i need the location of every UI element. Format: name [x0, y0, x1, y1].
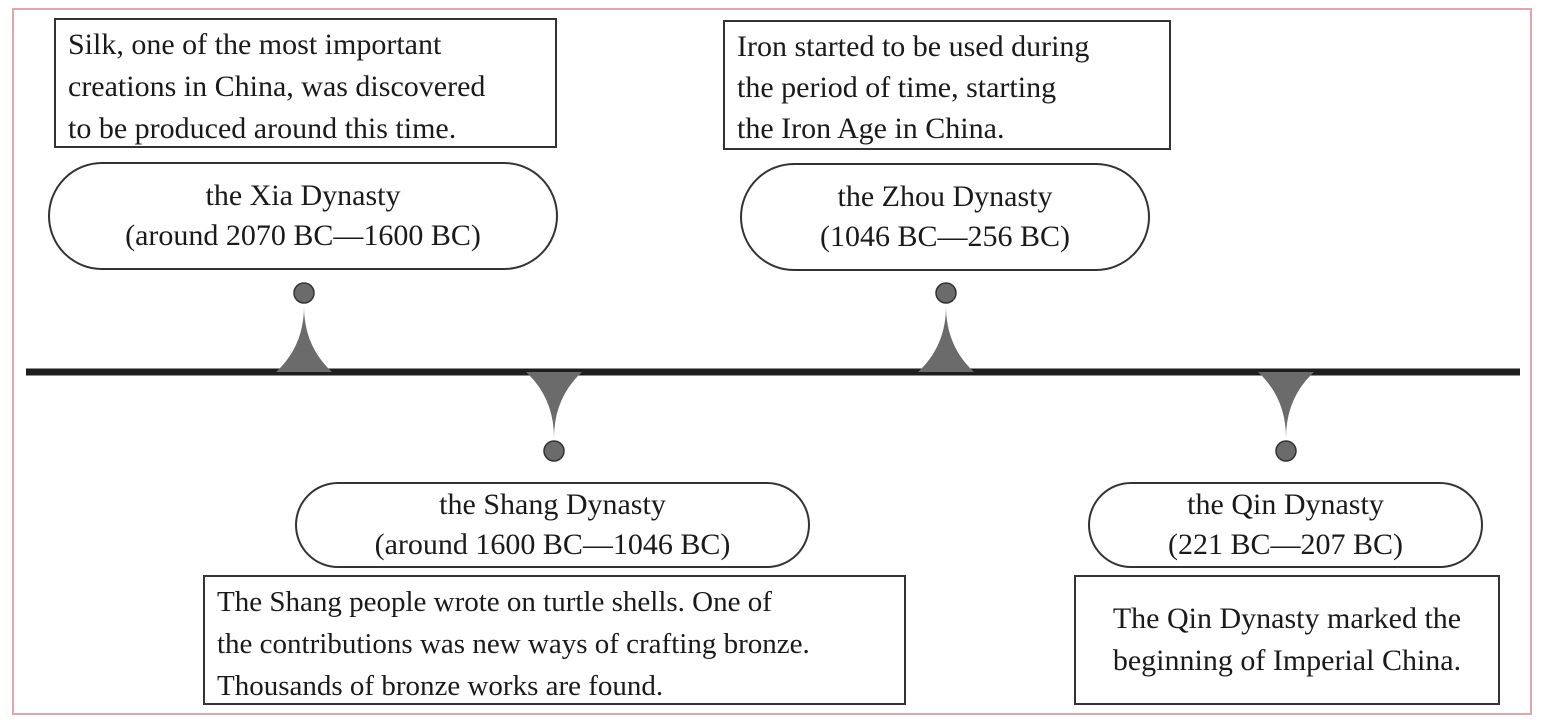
period-shang-dates: (around 1600 BC—1046 BC) — [374, 528, 731, 561]
period-xia-name: the Xia Dynasty — [205, 179, 401, 212]
marker-qin-dot — [1275, 440, 1297, 462]
period-xia: the Xia Dynasty (around 2070 BC—1600 BC) — [48, 162, 558, 270]
marker-qin-spike — [1258, 372, 1314, 438]
period-qin-dates: (221 BC—207 BC) — [1167, 528, 1404, 561]
period-zhou-name: the Zhou Dynasty — [837, 180, 1053, 213]
period-shang: the Shang Dynasty (around 1600 BC—1046 B… — [295, 482, 810, 568]
period-qin: the Qin Dynasty (221 BC—207 BC) — [1088, 482, 1483, 568]
marker-xia-dot — [293, 282, 315, 304]
marker-xia — [276, 282, 332, 372]
diagram-frame — [12, 8, 1532, 715]
period-zhou-dates: (1046 BC—256 BC) — [819, 220, 1071, 253]
period-zhou: the Zhou Dynasty (1046 BC—256 BC) — [740, 163, 1150, 271]
marker-qin — [1258, 372, 1314, 462]
period-shang-name: the Shang Dynasty — [439, 488, 666, 521]
marker-zhou-dot — [935, 282, 957, 304]
marker-zhou — [918, 282, 974, 372]
note-shang: The Shang people wrote on turtle shells.… — [203, 575, 906, 705]
period-xia-dates: (around 2070 BC—1600 BC) — [125, 219, 481, 252]
period-qin-name: the Qin Dynasty — [1187, 488, 1384, 521]
marker-xia-spike — [276, 306, 332, 372]
marker-shang — [526, 372, 582, 462]
marker-shang-dot — [543, 440, 565, 462]
note-xia: Silk, one of the most important creation… — [54, 18, 557, 148]
note-qin: The Qin Dynasty marked the beginning of … — [1074, 575, 1500, 705]
marker-shang-spike — [526, 372, 582, 438]
marker-zhou-spike — [918, 306, 974, 372]
note-zhou: Iron started to be used during the perio… — [723, 20, 1171, 150]
